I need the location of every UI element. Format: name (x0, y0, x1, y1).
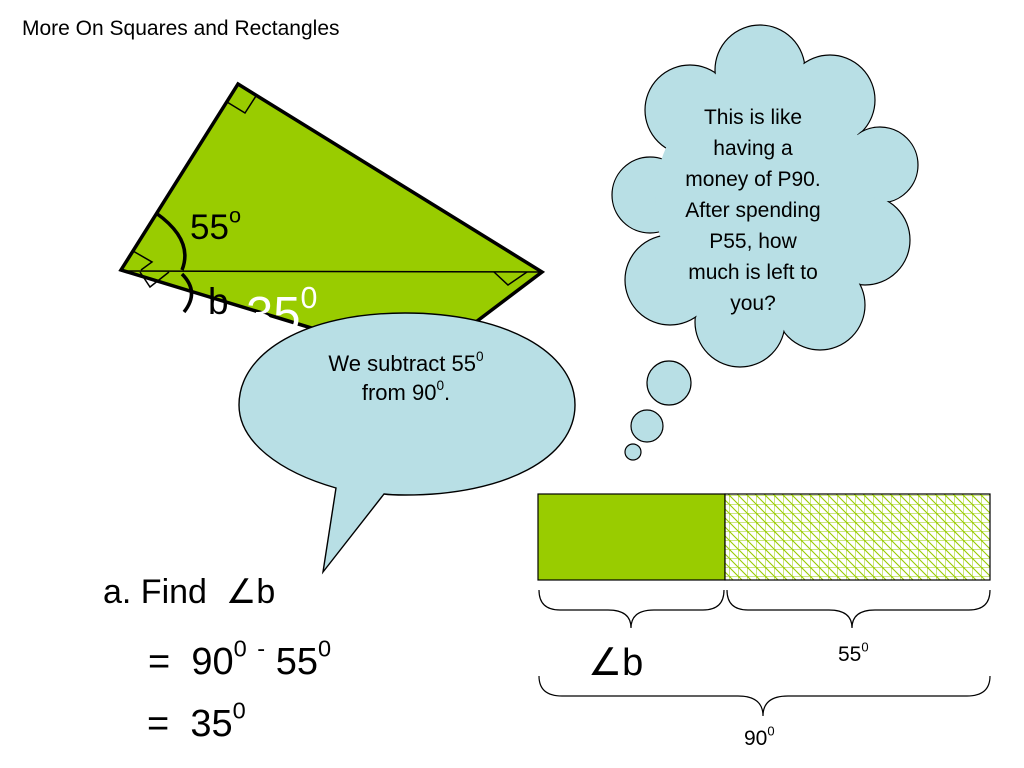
thought-bubble-text: This is like having a money of P90. Afte… (685, 106, 821, 315)
diagonal-line (120, 270, 543, 273)
angle-55-label: 55o (190, 202, 241, 247)
angle-symbol-icon: ∠ (588, 642, 623, 684)
find-angle-b: a. Find ∠b (103, 573, 276, 611)
angle-arc-b (180, 272, 194, 314)
speech-bubble-text: We subtract 550 from 900. (328, 348, 484, 405)
right-angle-mark-left-lower (139, 271, 170, 289)
bar-model (537, 493, 991, 717)
brace-90 (538, 675, 991, 717)
bar-label-90: 900 (744, 723, 775, 750)
bar-55-segment (724, 493, 991, 581)
slide-title: More On Squares and Rectangles (22, 17, 340, 40)
thought-bubble (611, 24, 919, 461)
thought-dot-medium (630, 409, 664, 443)
speech-bubble-shape (238, 312, 576, 575)
brace-angle-b (538, 589, 725, 629)
bar-label-angle-b: ∠b (588, 642, 644, 684)
brace-55 (726, 589, 991, 629)
thought-dot-small (624, 443, 642, 461)
right-angle-mark-left-upper (132, 250, 154, 271)
bar-angle-b-segment (537, 493, 726, 581)
equation-step-2: = 350 (147, 697, 246, 745)
right-angle-mark-right (493, 271, 528, 286)
equation-step-1: = 900 - 550 (148, 635, 332, 683)
angle-arc-55 (154, 211, 187, 271)
angle-symbol-icon: ∠ (225, 573, 257, 611)
thought-dot-large (646, 360, 692, 406)
right-angle-mark-top (226, 95, 257, 115)
speech-bubble (238, 312, 576, 575)
result-35-label: 350 (246, 281, 318, 342)
bar-label-55: 550 (838, 639, 869, 666)
angle-b-label: b (208, 281, 229, 322)
